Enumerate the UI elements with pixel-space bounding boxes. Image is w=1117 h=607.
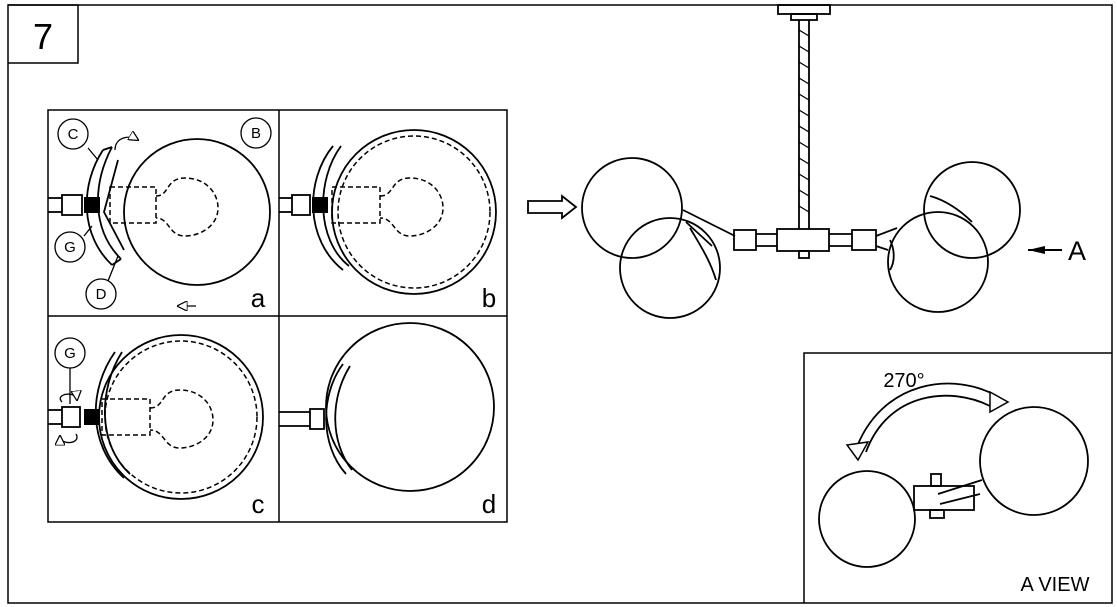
panel-d: d — [279, 322, 496, 519]
panel-grid — [47, 109, 508, 523]
chandelier-main-view: A — [527, 4, 1086, 319]
step-number-box: 7 — [8, 4, 79, 64]
rotation-angle-label: 270° — [883, 370, 924, 392]
callout-g-2: G — [64, 345, 76, 362]
callout-d: D — [96, 286, 107, 303]
view-a-label: A — [1068, 236, 1086, 266]
callout-g: G — [64, 239, 76, 256]
step-number: 7 — [33, 16, 53, 57]
outer-frame — [7, 4, 1113, 604]
panel-a: C B G D a — [48, 117, 272, 313]
panel-c: G c — [48, 334, 265, 519]
panel-label-c: c — [252, 489, 265, 519]
panel-label-b: b — [482, 283, 496, 313]
panel-label-d: d — [482, 489, 496, 519]
callout-c: C — [68, 126, 79, 143]
a-view-title: A VIEW — [1021, 574, 1090, 596]
panel-label-a: a — [251, 283, 266, 313]
callout-b: B — [251, 125, 261, 142]
panel-b: b — [279, 129, 497, 313]
a-view-detail: 270° A VIEW — [803, 352, 1112, 603]
